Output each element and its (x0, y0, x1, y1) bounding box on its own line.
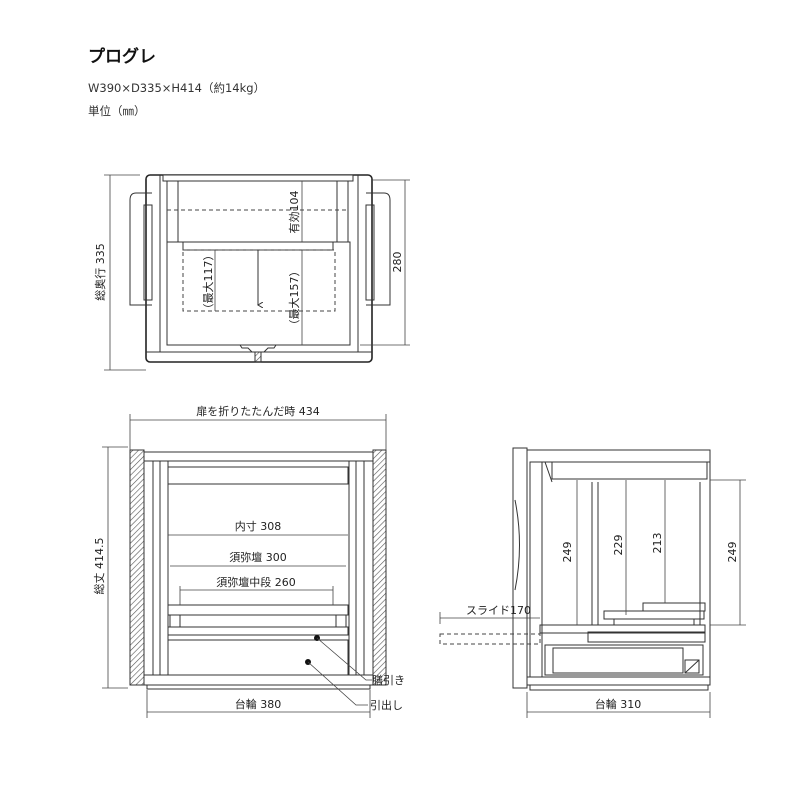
drawer (167, 639, 349, 676)
side-base-depth-label: 台輪 310 (595, 697, 642, 711)
front-base-width-label: 台輪 380 (235, 697, 282, 711)
total-depth-label: 総奥行 335 (93, 243, 107, 301)
top-right-door (366, 192, 391, 306)
front-right-door-folded (372, 449, 387, 686)
shumidan-width-label: 須弥壇 300 (229, 550, 287, 564)
max-117-label: （最大117） (201, 250, 215, 315)
product-title: プログレ (88, 47, 156, 67)
product-dimensions: W390×D335×H414（約14kg） (88, 81, 266, 95)
effective-depth-label: 有効104 (287, 191, 301, 234)
inner-width-label: 内寸 308 (235, 519, 282, 533)
unit-label: 単位（㎜） (88, 104, 146, 118)
height-229-label: 229 (612, 535, 625, 556)
zenbiki-tray (167, 626, 349, 636)
shumidan-mid-width-label: 須弥壇中段 260 (216, 575, 296, 589)
top-front-rail (162, 174, 354, 182)
drawer-label: 引出し (370, 698, 403, 712)
slide-extent (439, 633, 541, 645)
top-view: 総奥行 335 280 有効104 （最大117） （最大157） (93, 174, 410, 371)
front-left-door-folded (129, 449, 145, 686)
top-slide-extent (182, 249, 336, 312)
side-shelf (539, 624, 706, 634)
max-157-label: （最大157） (287, 266, 301, 331)
height-213-label: 213 (651, 533, 664, 554)
total-height-label: 総丈 414.5 (92, 538, 106, 595)
side-view: スライド170 249 229 213 249 台輪 310 (439, 447, 746, 718)
side-door (512, 447, 528, 689)
depth-280-label: 280 (391, 252, 404, 273)
slide-label: スライド170 (466, 604, 531, 617)
folded-width-label: 扉を折りたたんだ時 434 (196, 404, 320, 418)
height-249-outer-label: 249 (726, 542, 739, 563)
front-base (143, 674, 374, 686)
top-outer-body (145, 174, 373, 363)
side-drawer (544, 644, 704, 676)
top-left-door (129, 192, 152, 306)
front-view: 扉を折りたたんだ時 434 総丈 414.5 内寸 308 須弥壇 300 須弥… (92, 404, 405, 718)
front-top-band (143, 451, 374, 462)
top-drawer-box (166, 180, 349, 243)
height-249-inner-label: 249 (561, 542, 574, 563)
shumidan-shelf (167, 604, 349, 616)
zenbiki-label: 膳引き (372, 673, 405, 687)
